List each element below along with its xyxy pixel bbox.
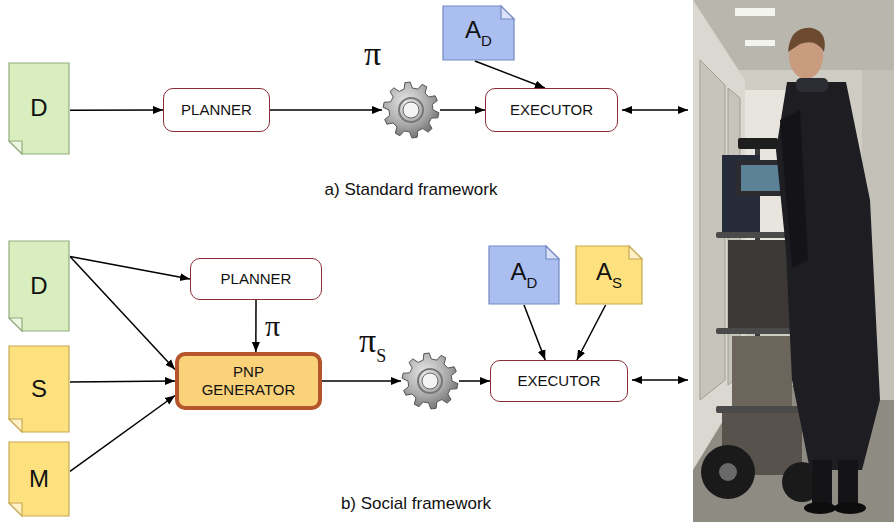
- process-box: EXECUTOR: [485, 88, 618, 132]
- document-icon: D: [8, 62, 70, 155]
- process-box: PLANNER: [163, 88, 270, 132]
- gear-icon: [382, 81, 440, 139]
- flow-arrow: [255, 300, 257, 352]
- flow-arrow: [70, 109, 163, 111]
- gear-hole: [422, 373, 438, 389]
- person-leg: [812, 460, 832, 504]
- policy-symbol: πS: [359, 324, 386, 365]
- document-outline: [9, 442, 69, 516]
- ceiling-light: [745, 40, 775, 46]
- flow-arrow: [322, 380, 401, 382]
- box-label: PLANNER: [181, 101, 252, 119]
- document-fold: [546, 246, 559, 259]
- flow-arrow: [524, 305, 545, 360]
- document-fold: [9, 141, 22, 154]
- box-label: PLANNER: [221, 270, 292, 288]
- gear-icon: [401, 352, 459, 410]
- flow-arrow: [475, 61, 545, 88]
- document-letter: M: [29, 465, 49, 494]
- document-outline: [9, 346, 69, 432]
- gear-body: [402, 353, 458, 409]
- document-outline: [9, 63, 69, 154]
- document-icon: AS: [575, 245, 643, 305]
- document-letter: S: [31, 375, 47, 404]
- policy-symbol: π: [364, 37, 381, 71]
- document-icon: AD: [442, 5, 515, 61]
- document-icon: D: [8, 240, 70, 332]
- box-label: EXECUTOR: [517, 372, 600, 390]
- generator-box: PNP GENERATOR: [175, 352, 322, 410]
- document-letter: D: [30, 94, 47, 123]
- subfigure-caption: a) Standard framework: [261, 180, 561, 200]
- flow-arrow: [459, 380, 490, 382]
- flow-arrow: [70, 380, 175, 382]
- person-shoe: [804, 502, 836, 514]
- box-label: PNP GENERATOR: [195, 363, 303, 399]
- gear-hole: [403, 102, 419, 118]
- double-arrow: [622, 109, 688, 111]
- document-fold: [9, 503, 22, 516]
- gear-body: [383, 82, 439, 138]
- ceiling-light: [735, 8, 775, 16]
- flow-arrow: [577, 305, 606, 360]
- gear-ring: [418, 369, 442, 393]
- double-arrow: [632, 379, 688, 381]
- robot-body: [728, 240, 794, 328]
- process-box: EXECUTOR: [490, 360, 628, 402]
- gear-ring: [399, 98, 423, 122]
- document-outline: [489, 246, 559, 304]
- document-outline: [443, 6, 514, 60]
- policy-gear: π: [382, 81, 440, 139]
- photo-scene: [693, 0, 894, 522]
- document-letter: AD: [511, 258, 538, 292]
- person-shoe: [834, 502, 866, 514]
- edge-label: π: [265, 311, 280, 341]
- document-fold: [9, 419, 22, 432]
- document-letter: D: [30, 272, 47, 301]
- document-icon: M: [8, 441, 70, 517]
- flow-arrow: [70, 396, 175, 472]
- document-outline: [576, 246, 642, 304]
- document-icon: S: [8, 345, 70, 433]
- robot-plate: [716, 406, 806, 413]
- robot-box: [732, 336, 792, 406]
- person-scarf: [796, 78, 828, 92]
- flow-arrow: [440, 109, 485, 111]
- subfigure-caption: b) Social framework: [266, 494, 566, 514]
- person-arm: [780, 110, 808, 268]
- back-wall: [693, 0, 894, 522]
- document-fold: [9, 318, 22, 331]
- robot-sensor: [738, 138, 778, 149]
- document-fold: [629, 246, 642, 259]
- document-letter: AD: [465, 16, 492, 50]
- document-fold: [501, 6, 514, 19]
- person-coat: [776, 82, 880, 470]
- process-box: PLANNER: [190, 258, 322, 300]
- document-icon: AD: [488, 245, 560, 305]
- flow-arrow: [70, 257, 175, 370]
- box-label: EXECUTOR: [510, 101, 593, 119]
- policy-gear: πS: [401, 352, 459, 410]
- document-letter: AS: [596, 258, 622, 292]
- robot-wheel: [701, 445, 755, 499]
- person-hair: [788, 28, 825, 52]
- robot-hub: [719, 463, 737, 481]
- document-outline: [9, 241, 69, 331]
- door: [700, 60, 725, 400]
- flow-arrow: [270, 109, 382, 111]
- person-leg: [838, 460, 858, 504]
